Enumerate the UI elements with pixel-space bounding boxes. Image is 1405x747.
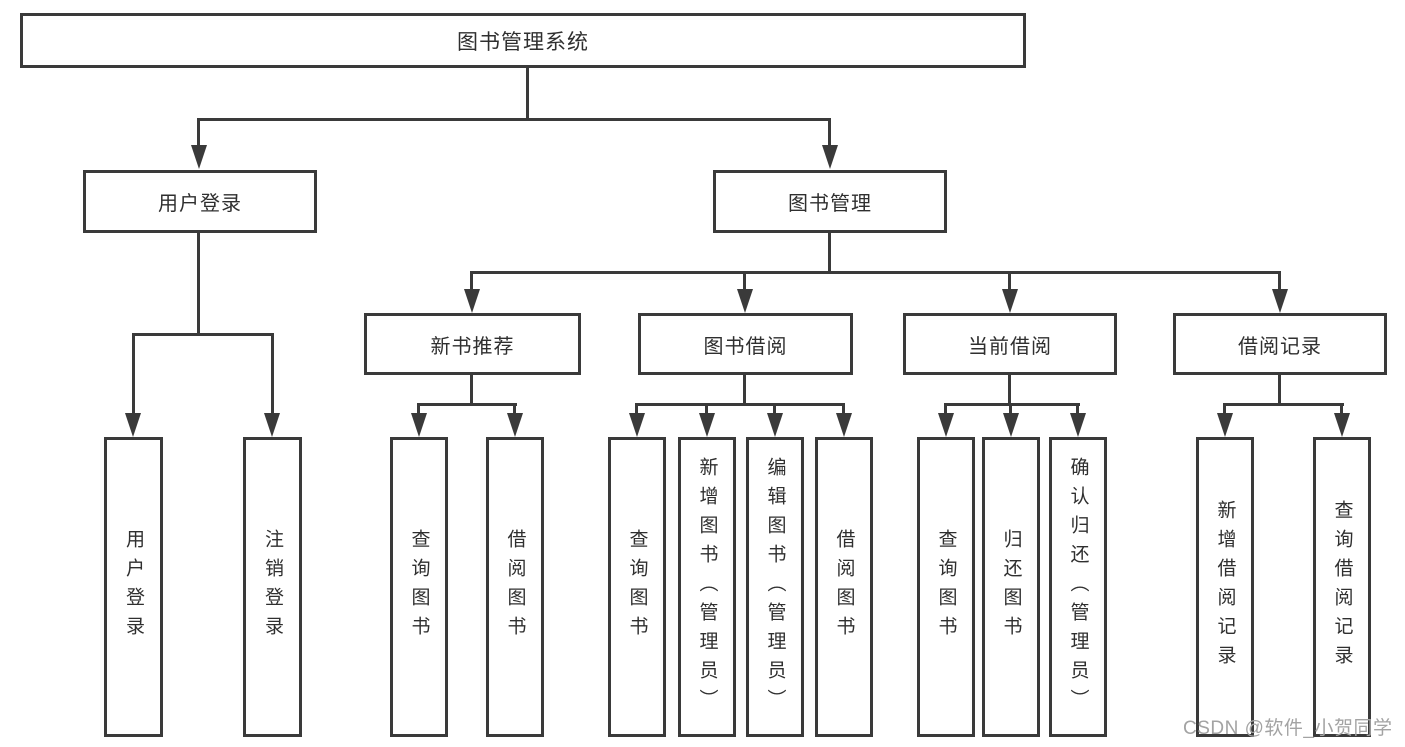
arrow-down-icon bbox=[1002, 289, 1018, 313]
arrow-down-icon bbox=[1003, 413, 1019, 437]
leaf-edit-books-admin: 编辑图书（管理员） bbox=[746, 437, 804, 737]
arrow-down-icon bbox=[1070, 413, 1086, 437]
connector-line bbox=[773, 403, 776, 413]
connector-line bbox=[197, 118, 831, 121]
arrow-down-icon bbox=[1334, 413, 1350, 437]
connector-line bbox=[470, 271, 473, 289]
connector-line bbox=[1223, 403, 1226, 413]
connector-line bbox=[470, 271, 1281, 274]
arrow-down-icon bbox=[507, 413, 523, 437]
leaf-logout: 注销登录 bbox=[243, 437, 302, 737]
leaf-return-books: 归还图书 bbox=[982, 437, 1040, 737]
connector-line bbox=[1223, 403, 1344, 406]
arrow-down-icon bbox=[767, 413, 783, 437]
arrow-down-icon bbox=[264, 413, 280, 437]
connector-line bbox=[1278, 375, 1281, 406]
connector-line bbox=[635, 403, 638, 413]
connector-line bbox=[513, 403, 516, 413]
connector-line bbox=[705, 403, 708, 413]
arrow-down-icon bbox=[938, 413, 954, 437]
node-current-borrowing: 当前借阅 bbox=[903, 313, 1117, 375]
node-user-login: 用户登录 bbox=[83, 170, 317, 233]
leaf-current-query-books: 查询图书 bbox=[917, 437, 975, 737]
arrow-down-icon bbox=[464, 289, 480, 313]
connector-line bbox=[132, 333, 135, 413]
arrow-down-icon bbox=[125, 413, 141, 437]
leaf-add-borrow-record: 新增借阅记录 bbox=[1196, 437, 1254, 737]
connector-line bbox=[1076, 403, 1079, 413]
node-book-borrowing: 图书借阅 bbox=[638, 313, 853, 375]
arrow-down-icon bbox=[1272, 289, 1288, 313]
arrow-down-icon bbox=[1217, 413, 1233, 437]
node-book-management: 图书管理 bbox=[713, 170, 947, 233]
connector-line bbox=[132, 333, 274, 336]
connector-line bbox=[842, 403, 845, 413]
arrow-down-icon bbox=[191, 145, 207, 169]
node-borrowing-records: 借阅记录 bbox=[1173, 313, 1387, 375]
connector-line bbox=[828, 233, 831, 274]
connector-line bbox=[197, 233, 200, 336]
connector-line bbox=[743, 375, 746, 406]
connector-line bbox=[743, 271, 746, 289]
arrow-down-icon bbox=[411, 413, 427, 437]
arrow-down-icon bbox=[836, 413, 852, 437]
leaf-user-login: 用户登录 bbox=[104, 437, 163, 737]
leaf-add-books-admin: 新增图书（管理员） bbox=[678, 437, 736, 737]
connector-line bbox=[271, 333, 274, 413]
connector-line bbox=[944, 403, 947, 413]
connector-line bbox=[197, 118, 200, 145]
connector-line bbox=[1340, 403, 1343, 413]
leaf-query-borrow-record: 查询借阅记录 bbox=[1313, 437, 1371, 737]
arrow-down-icon bbox=[629, 413, 645, 437]
connector-line bbox=[1009, 403, 1012, 413]
connector-line bbox=[417, 403, 517, 406]
leaf-borrowing-query-books: 查询图书 bbox=[608, 437, 666, 737]
connector-line bbox=[1008, 271, 1011, 289]
connector-line bbox=[635, 403, 845, 406]
node-new-book-recommend: 新书推荐 bbox=[364, 313, 581, 375]
arrow-down-icon bbox=[699, 413, 715, 437]
arrow-down-icon bbox=[737, 289, 753, 313]
leaf-borrow-books: 借阅图书 bbox=[815, 437, 873, 737]
connector-line bbox=[1008, 375, 1011, 406]
csdn-watermark: CSDN @软件_小贺同学 bbox=[1183, 718, 1393, 739]
leaf-confirm-return-admin: 确认归还（管理员） bbox=[1049, 437, 1107, 737]
connector-line bbox=[417, 403, 420, 413]
connector-line bbox=[526, 68, 529, 121]
connector-line bbox=[828, 118, 831, 145]
node-root: 图书管理系统 bbox=[20, 13, 1026, 68]
connector-line bbox=[944, 403, 1080, 406]
leaf-recommend-query-books: 查询图书 bbox=[390, 437, 448, 737]
arrow-down-icon bbox=[822, 145, 838, 169]
connector-line bbox=[470, 375, 473, 406]
leaf-recommend-borrow-books: 借阅图书 bbox=[486, 437, 544, 737]
connector-line bbox=[1278, 271, 1281, 289]
